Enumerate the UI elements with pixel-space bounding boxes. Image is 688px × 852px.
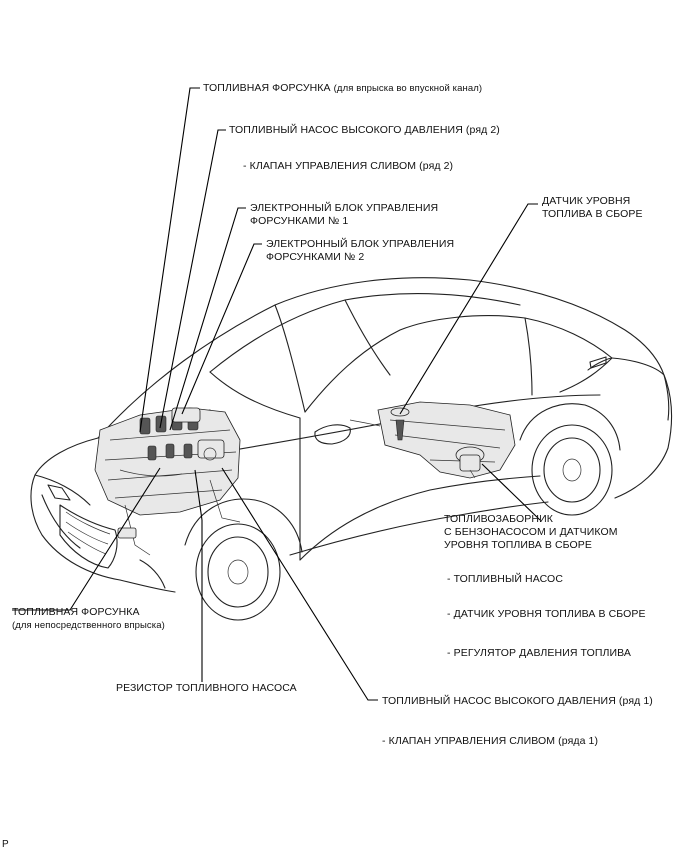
label-fuel-suction-assembly: ТОПЛИВОЗАБОРНИК С БЕНЗОНАСОСОМ И ДАТЧИКО…: [444, 513, 618, 552]
label-direct-injector-title: ТОПЛИВНАЯ ФОРСУНКА: [12, 606, 140, 618]
label-fuel-sender-line1: ДАТЧИК УРОВНЯ: [542, 195, 631, 207]
label-edu-1-line2: ФОРСУНКАМИ № 1: [250, 215, 349, 227]
label-hp-pump-bank2: ТОПЛИВНЫЙ НАСОС ВЫСОКОГО ДАВЛЕНИЯ (ряд 2…: [229, 124, 500, 136]
engine-assembly-icon: [94, 407, 241, 556]
page-mark: P: [2, 839, 9, 850]
label-fuel-pump: - ТОПЛИВНЫЙ НАСОС: [447, 573, 564, 585]
label-suction-line2: С БЕНЗОНАСОСОМ И ДАТЧИКОМ: [444, 526, 618, 538]
label-edu-2-line2: ФОРСУНКАМИ № 2: [266, 251, 365, 263]
label-edu-1-line1: ЭЛЕКТРОННЫЙ БЛОК УПРАВЛЕНИЯ: [250, 202, 439, 214]
label-direct-injector: ТОПЛИВНАЯ ФОРСУНКА (для непосредственног…: [12, 606, 165, 632]
label-pressure-regulator: - РЕГУЛЯТОР ДАВЛЕНИЯ ТОПЛИВА: [447, 647, 632, 659]
label-port-injector: ТОПЛИВНАЯ ФОРСУНКА (для впрыска во впуск…: [203, 82, 482, 95]
label-sender-sub: - ДАТЧИК УРОВНЯ ТОПЛИВА В СБОРЕ: [447, 608, 646, 620]
label-direct-injector-note: (для непосредственного впрыска): [12, 620, 165, 631]
label-edu-1: ЭЛЕКТРОННЫЙ БЛОК УПРАВЛЕНИЯ ФОРСУНКАМИ №…: [250, 202, 438, 228]
label-edu-2: ЭЛЕКТРОННЫЙ БЛОК УПРАВЛЕНИЯ ФОРСУНКАМИ №…: [266, 238, 454, 264]
label-fuel-sender-gauge: ДАТЧИК УРОВНЯ ТОПЛИВА В СБОРЕ: [542, 195, 643, 221]
label-port-injector-title: ТОПЛИВНАЯ ФОРСУНКА: [203, 82, 331, 94]
label-suction-line1: ТОПЛИВОЗАБОРНИК: [444, 513, 553, 525]
label-fuel-sender-line2: ТОПЛИВА В СБОРЕ: [542, 208, 643, 220]
label-hp-pump-bank1: ТОПЛИВНЫЙ НАСОС ВЫСОКОГО ДАВЛЕНИЯ (ряд 1…: [382, 695, 653, 707]
label-pump-resistor: РЕЗИСТОР ТОПЛИВНОГО НАСОСА: [116, 682, 297, 694]
label-spill-valve-bank2: - КЛАПАН УПРАВЛЕНИЯ СЛИВОМ (ряд 2): [243, 160, 454, 172]
label-suction-line3: УРОВНЯ ТОПЛИВА В СБОРЕ: [444, 539, 593, 551]
label-port-injector-note: (для впрыска во впускной канал): [333, 83, 483, 94]
label-spill-valve-bank1: - КЛАПАН УПРАВЛЕНИЯ СЛИВОМ (ряда 1): [382, 735, 599, 747]
leader-lines: [12, 87, 541, 701]
label-edu-2-line1: ЭЛЕКТРОННЫЙ БЛОК УПРАВЛЕНИЯ: [266, 238, 455, 250]
fuel-tank-assembly-icon: [349, 401, 516, 479]
